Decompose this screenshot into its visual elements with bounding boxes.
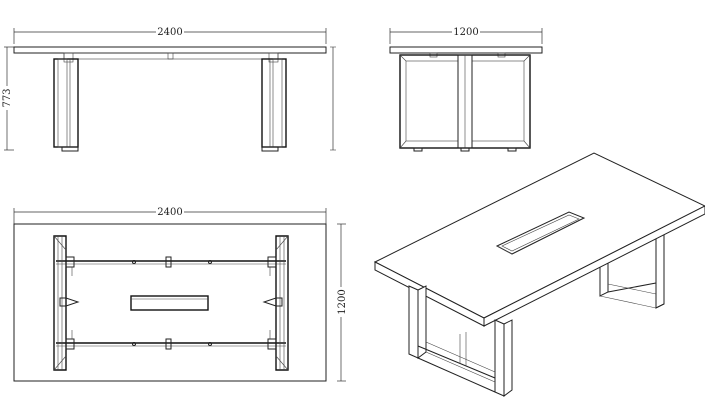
side-frame <box>399 54 531 152</box>
top-left-frame <box>53 235 80 371</box>
front-width-label: 2400 <box>157 27 182 38</box>
top-tabletop <box>13 223 327 382</box>
top-cable-box <box>130 295 209 311</box>
front-height-dimension: 773 <box>1 46 14 151</box>
iso-front-leg <box>408 285 513 397</box>
front-view: 2400 773 <box>1 26 336 152</box>
top-view: 2400 1200 <box>13 206 348 382</box>
front-height-label: 773 <box>2 88 13 107</box>
isometric-view <box>373 152 705 397</box>
side-tabletop <box>389 46 543 54</box>
side-width-dimension: 1200 <box>389 26 543 44</box>
front-width-dimension: 2400 <box>13 26 327 44</box>
side-width-label: 1200 <box>453 27 478 38</box>
top-right-frame <box>262 235 289 371</box>
front-right-leg <box>261 58 287 152</box>
top-width-dimension: 2400 <box>13 206 327 224</box>
top-width-label: 2400 <box>157 207 182 218</box>
side-view: 1200 <box>389 26 543 152</box>
front-tabletop <box>13 46 327 54</box>
top-depth-label: 1200 <box>337 289 348 314</box>
top-depth-dimension: 1200 <box>335 223 348 382</box>
top-brackets <box>65 256 277 350</box>
front-left-leg <box>53 58 79 152</box>
iso-cable-box <box>495 211 586 255</box>
